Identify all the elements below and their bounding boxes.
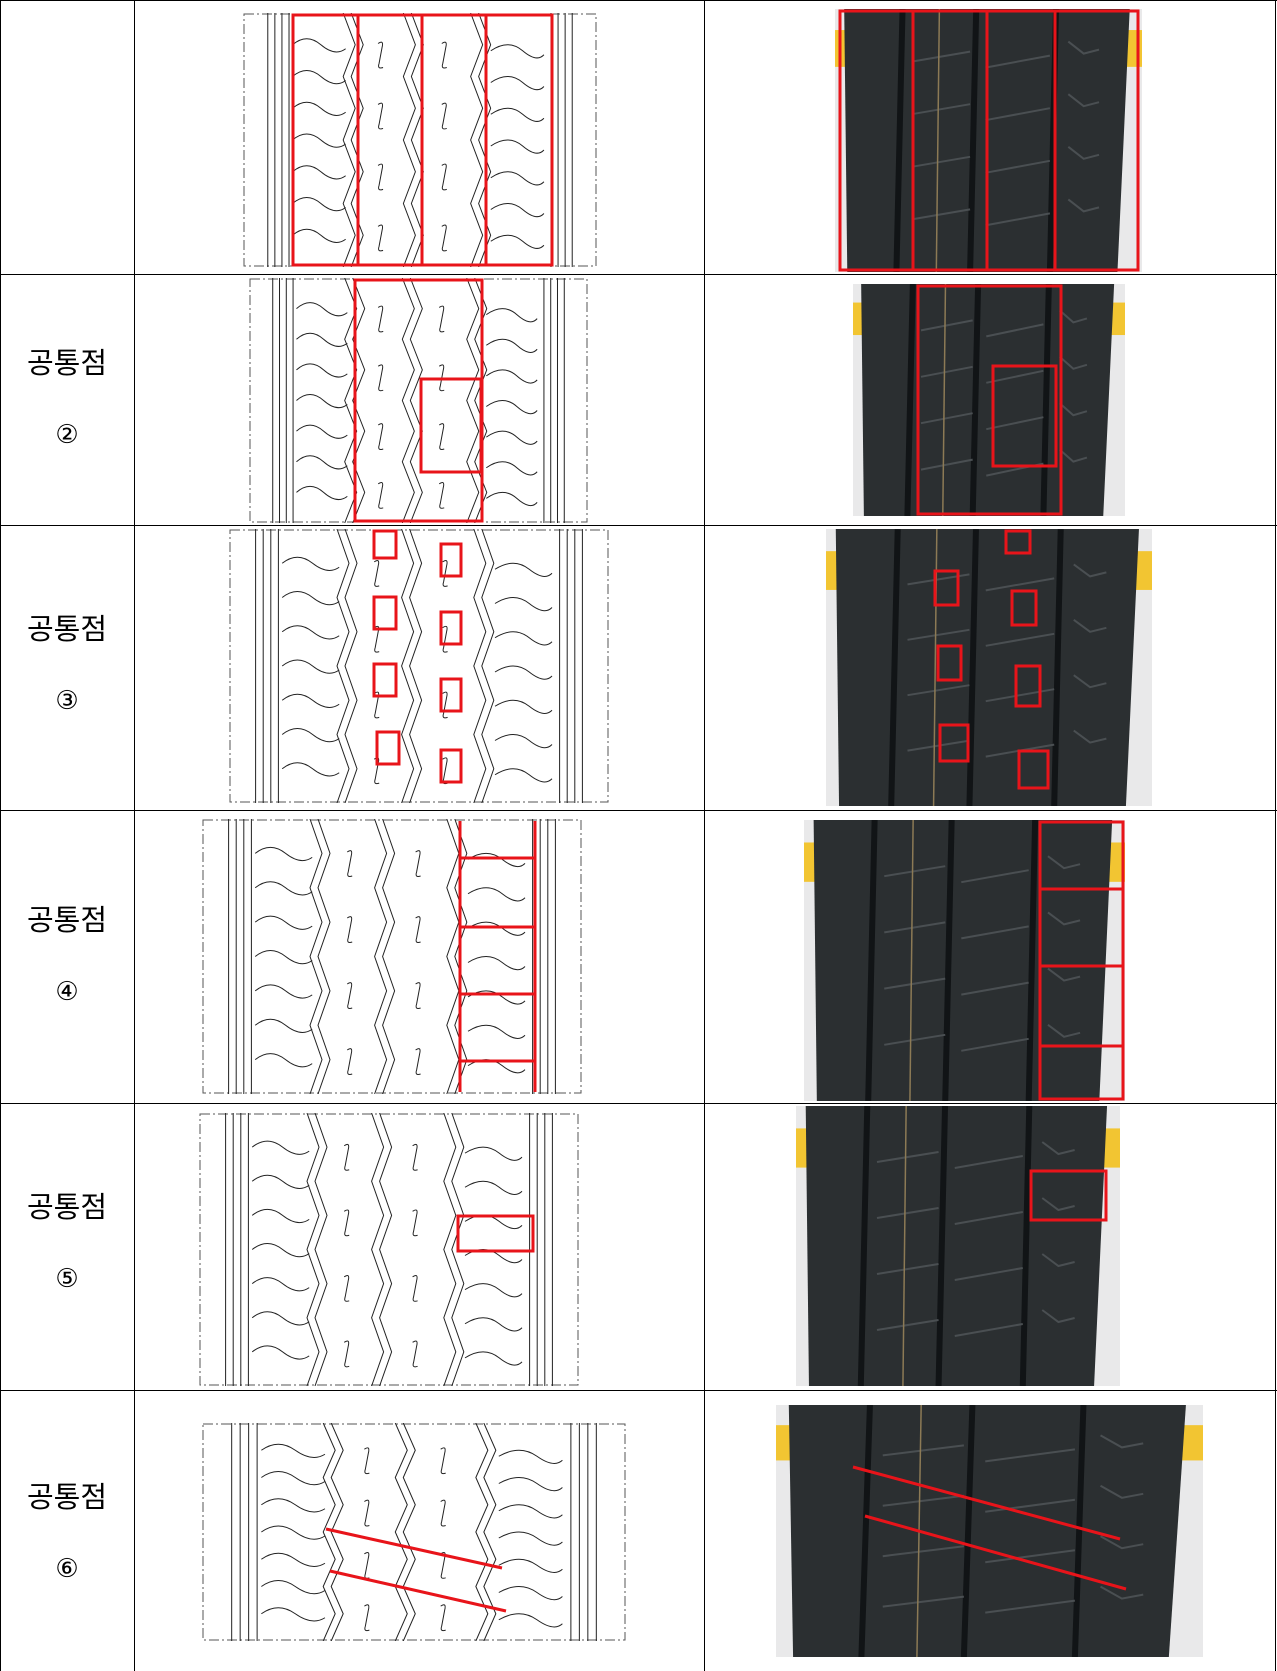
tread-drawing-image: [229, 529, 609, 803]
highlight-mark: [439, 677, 463, 713]
highlight-mark: [419, 377, 483, 474]
row-divider: [0, 274, 1277, 275]
row-divider: [0, 810, 1277, 811]
row-label-number: ⑥: [55, 1554, 79, 1584]
tread-drawing-image: [249, 278, 588, 523]
highlight-mark: [1004, 529, 1032, 555]
tread-drawing-image: [199, 1113, 579, 1386]
row-label-2: 공통점 ②: [0, 346, 134, 450]
tread-photo-image: [796, 1106, 1120, 1386]
row-label-title: 공통점: [26, 1190, 108, 1224]
highlight-mark: [439, 610, 463, 646]
highlight-mark: [938, 723, 970, 763]
table-divider-middle: [704, 0, 705, 1671]
row-divider: [0, 1103, 1277, 1104]
table-border-right: [1275, 0, 1276, 1671]
highlight-mark: [372, 662, 398, 698]
highlight-mark: [291, 13, 360, 267]
highlight-mark: [329, 1569, 507, 1613]
tread-photo-image: [835, 9, 1142, 272]
tread-drawing-image: [243, 13, 597, 267]
row-label-number: ②: [55, 420, 79, 450]
tread-drawing-image: [202, 1423, 626, 1641]
row-label-6: 공통점 ⑥: [0, 1480, 134, 1584]
row-label-number: ③: [55, 686, 79, 716]
highlight-mark: [375, 730, 401, 766]
highlight-mark: [933, 569, 960, 607]
tread-drawing-image: [202, 819, 582, 1094]
highlight-mark: [439, 542, 463, 578]
highlight-mark: [372, 595, 398, 631]
tread-photo-image: [776, 1405, 1203, 1657]
row-label-1: [0, 100, 134, 140]
highlight-mark: [439, 748, 463, 784]
row-label-4: 공통점 ④: [0, 903, 134, 1007]
row-label-title: 공통점: [26, 1480, 108, 1514]
highlight-mark: [1029, 1169, 1108, 1222]
row-label-title: 공통점: [26, 346, 108, 380]
highlight-mark: [1053, 9, 1140, 272]
highlight-mark: [372, 529, 398, 560]
highlight-mark: [991, 364, 1058, 468]
table-divider-label: [134, 0, 135, 1671]
row-label-3: 공통점 ③: [0, 612, 134, 716]
row-label-5: 공통점 ⑤: [0, 1190, 134, 1294]
highlight-mark: [1017, 749, 1050, 790]
highlight-mark: [456, 1214, 535, 1253]
highlight-mark: [325, 1527, 503, 1570]
highlight-mark: [484, 13, 554, 267]
highlight-mark: [1010, 589, 1038, 627]
tread-photo-image: [853, 284, 1125, 516]
row-divider: [0, 1390, 1277, 1391]
tread-photo-image: [826, 529, 1152, 806]
highlight-mark: [864, 1514, 1127, 1591]
highlight-mark: [1038, 820, 1125, 1101]
tread-photo-image: [804, 820, 1125, 1101]
row-label-title: 공통점: [26, 903, 108, 937]
table-border-left: [0, 0, 1, 1671]
highlight-mark: [852, 1465, 1121, 1541]
highlight-mark: [1014, 664, 1042, 708]
row-label-number: ④: [55, 977, 79, 1007]
highlight-mark: [420, 13, 488, 267]
row-label-number: ⑤: [55, 1264, 79, 1294]
row-divider: [0, 525, 1277, 526]
highlight-mark: [916, 284, 1063, 516]
row-label-title: 공통점: [26, 612, 108, 646]
highlight-mark: [936, 644, 963, 682]
highlight-mark: [353, 278, 484, 523]
table-border-top: [0, 0, 1277, 1]
